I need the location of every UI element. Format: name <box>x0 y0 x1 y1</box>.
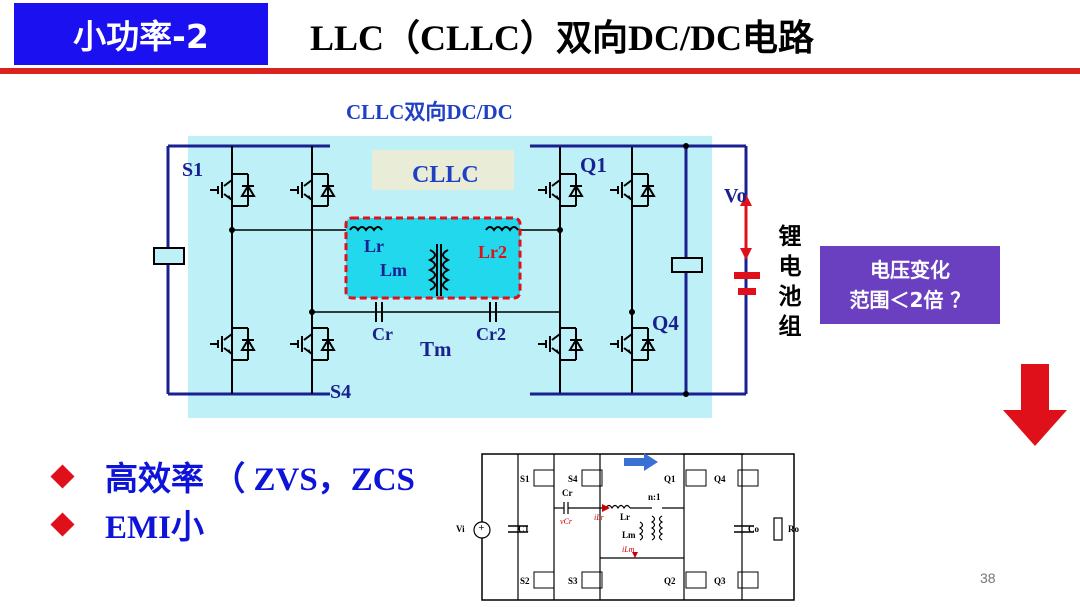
vi-source-icon <box>473 521 491 539</box>
output-capacitor <box>671 257 703 273</box>
sc-label-s1: S1 <box>520 474 530 484</box>
bullet-list: 高效率 （ ZVS，ZCS EMI小 <box>48 452 415 548</box>
sc-label-vcr: vCr <box>560 517 573 526</box>
sc-label-ro: Ro <box>788 524 799 534</box>
sc-label-vi: Vi <box>456 524 465 534</box>
page-number: 38 <box>980 570 996 586</box>
sc-label-lr: Lr <box>620 512 630 522</box>
label-lr: Lr <box>364 236 384 256</box>
down-arrow-icon <box>1003 364 1067 446</box>
vo-arrow-up-icon <box>740 194 752 206</box>
ilr-arrow-icon <box>602 504 610 512</box>
battery-icon <box>734 272 760 279</box>
label-tm: Tm <box>420 337 452 361</box>
page-title: LLC（CLLC）双向DC/DC电路 <box>310 18 815 58</box>
label-cr: Cr <box>372 324 393 344</box>
cllc-schematic-small: S1 S4 S2 S3 Q1 Q4 Q2 Q3 Vi C1 Cr Lr Lm n… <box>456 453 799 601</box>
sc-label-lm: Lm <box>622 530 636 540</box>
sc-label-ratio: n:1 <box>648 492 661 502</box>
label-lm: Lm <box>380 260 407 280</box>
cllc-label: CLLC <box>412 162 479 188</box>
sc-label-ilr: iLr <box>594 513 605 522</box>
sc-label-c1: C1 <box>518 524 529 534</box>
label-q1: Q1 <box>580 153 607 177</box>
voltage-range-callout: 电压变化 范围＜2倍 ？ <box>820 246 1000 324</box>
bullet-text: EMI小 <box>105 510 204 546</box>
label-s1: S1 <box>182 159 203 181</box>
section-tag: 小功率-2 <box>14 3 268 65</box>
callout-line-1: 电压变化 <box>870 258 950 282</box>
ro-resistor-icon <box>773 517 783 541</box>
sc-label-q2: Q2 <box>664 576 676 586</box>
sc-label-q4: Q4 <box>714 474 726 484</box>
sc-label-ilm: iLm <box>622 545 635 554</box>
sc-label-s3: S3 <box>568 576 578 586</box>
vo-arrow-down-icon <box>740 248 752 260</box>
bullet-diamond-icon <box>50 511 75 537</box>
title-underline <box>0 68 1080 74</box>
sc-label-s4: S4 <box>568 474 578 484</box>
battery-label: 锂电池组 <box>778 224 802 340</box>
label-vo: Vo <box>724 185 747 207</box>
sc-label-cr: Cr <box>562 488 573 498</box>
svg-text:+: + <box>478 523 485 532</box>
sc-label-q1: Q1 <box>664 474 676 484</box>
label-lr2: Lr2 <box>478 242 507 262</box>
cllc-label-box <box>372 150 514 190</box>
sc-label-q3: Q3 <box>714 576 726 586</box>
schematic-arrow-icon <box>624 453 658 471</box>
label-s4: S4 <box>330 381 351 403</box>
label-q4: Q4 <box>652 311 679 335</box>
input-capacitor <box>153 247 185 265</box>
sc-label-co: Co <box>748 524 759 534</box>
bullet-diamond-icon <box>50 463 75 489</box>
list-item: EMI小 <box>48 500 415 548</box>
sc-label-s2: S2 <box>520 576 530 586</box>
ilm-arrow-icon <box>632 552 638 558</box>
callout-line-2: 范围＜2倍 ？ <box>849 288 971 312</box>
label-cr2: Cr2 <box>476 324 506 344</box>
diagram-subtitle: CLLC双向DC/DC <box>346 100 513 124</box>
bullet-text: 高效率 （ ZVS，ZCS <box>105 462 415 498</box>
list-item: 高效率 （ ZVS，ZCS <box>48 452 415 500</box>
